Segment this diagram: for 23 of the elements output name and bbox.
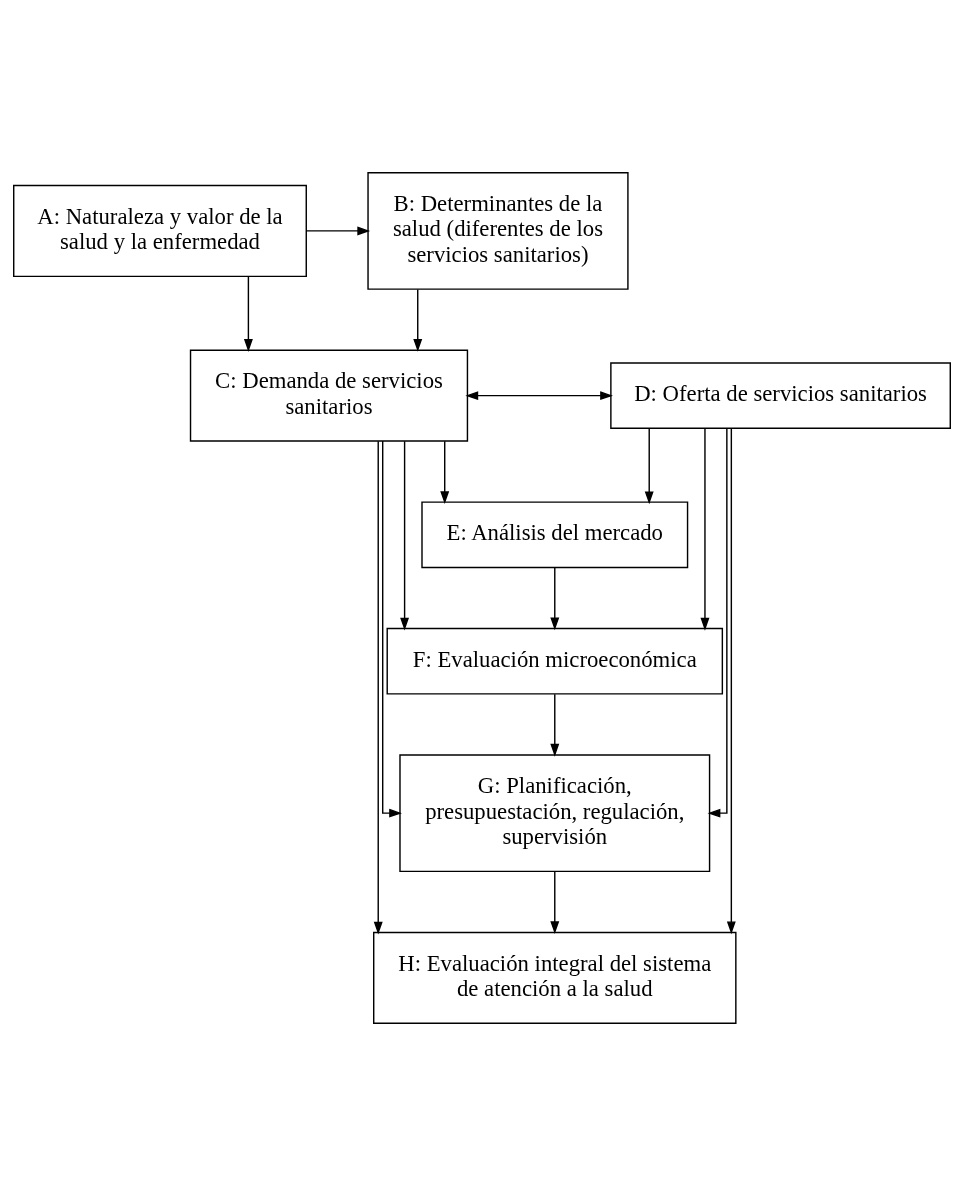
node-box: C: Demanda de servicios sanitarios [189,349,469,442]
arrow [550,567,560,631]
node-box: E: Análisis del mercado [421,501,689,569]
arrow [440,440,450,505]
arrow [707,427,728,818]
arrow [413,288,423,352]
arrow [550,693,560,757]
node-box: B: Determinantes de la salud (diferentes de los servicios sanitarios) [367,171,629,290]
arrow [373,440,383,935]
arrow [382,440,402,818]
arrow [305,226,371,236]
node-box: F: Evaluación microeconómica [386,627,724,695]
node-box: D: Oferta de servicios sanitarios [610,362,951,429]
arrow [550,870,560,935]
node-box: G: Planificación, presupuestación, regulación, supervisión [399,754,711,873]
arrow [400,440,410,631]
arrow [726,427,736,935]
node-box: H: Evaluación integral del sistema de atención a la salud [373,931,737,1025]
arrow [243,275,253,352]
node-box: A: Naturaleza y valor de la salud y la enfermedad [13,184,307,278]
arrow [700,428,710,631]
arrow [465,391,613,401]
arrow [644,427,654,505]
